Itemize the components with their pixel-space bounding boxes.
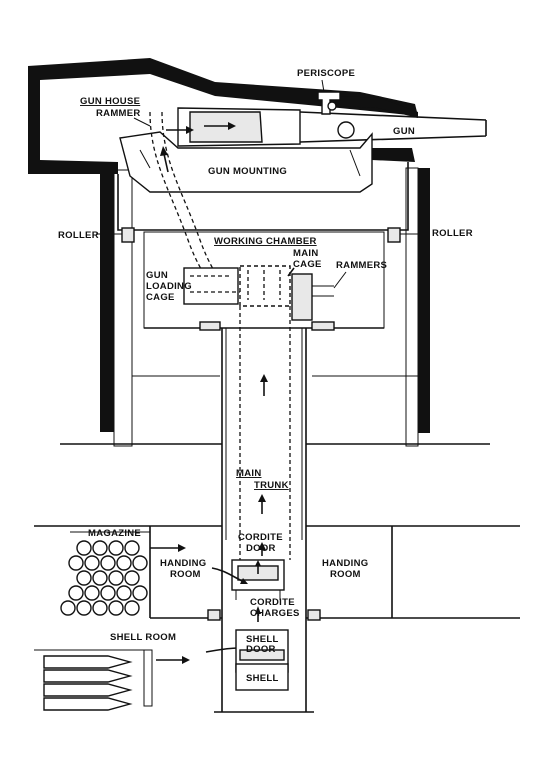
shell-base (235, 663, 289, 691)
gun-house-arrow-up-head (160, 146, 168, 156)
hoist-path-upper-right (161, 111, 219, 279)
cordite-feed-arrow (211, 567, 245, 583)
cordite-cage-base (235, 590, 281, 600)
lower-roller-right (307, 609, 321, 621)
gun-house-roof-front (340, 96, 418, 118)
label-shell-door-2: DOOR (246, 644, 276, 655)
label-shell-room: SHELL ROOM (110, 632, 176, 643)
gun-house-arrow-up (163, 153, 169, 173)
gun-house-armour (28, 58, 418, 174)
label-rammer: RAMMER (96, 108, 141, 119)
barbette-wall-right (418, 168, 430, 433)
label-main-trunk-1: MAIN (236, 468, 261, 479)
cordite-up-arrow-head (255, 560, 261, 566)
main-cage-inner (247, 270, 281, 300)
cordite-feed-arrow-head (240, 578, 248, 584)
periscope-lens (327, 101, 337, 111)
shell-room-arrow-head (182, 656, 190, 664)
label-shell: SHELL (246, 673, 279, 684)
gun-breech-block (189, 111, 263, 143)
roller-right (387, 227, 401, 243)
magazine-charges (60, 540, 148, 616)
gun-trunnion (337, 121, 355, 139)
main-trunk-walls (221, 328, 307, 540)
gun-mounting-detail (139, 149, 361, 177)
trunk-arrow-lower-head (255, 606, 261, 614)
label-cordite-charges-1: CORDITE (250, 597, 295, 608)
label-cordite-charges-2: CHARGES (250, 608, 300, 619)
label-gun-mounting: GUN MOUNTING (208, 166, 287, 177)
label-handing-room-left-1: HANDING (160, 558, 206, 569)
lower-roller-left (207, 609, 221, 621)
gun-house-body (117, 162, 409, 231)
rammers-rods (312, 285, 334, 297)
label-gun-loading-3: CAGE (146, 292, 175, 303)
label-roller-right: ROLLER (432, 228, 473, 239)
label-handing-room-right-1: HANDING (322, 558, 368, 569)
rammers-leader (333, 271, 347, 289)
label-gun-house: GUN HOUSE (80, 96, 140, 107)
hoist-path-upper-left (149, 111, 207, 279)
label-magazine: MAGAZINE (88, 528, 141, 539)
label-handing-room-right-2: ROOM (330, 569, 361, 580)
main-trunk-inner (225, 328, 303, 540)
barbette-inner-right (405, 167, 419, 447)
main-trunk-arrow-3-head (258, 542, 266, 550)
label-gun: GUN (393, 126, 415, 137)
label-cordite-door-1: CORDITE (238, 532, 283, 543)
roller-left (121, 227, 135, 243)
gun-barrel (299, 111, 487, 143)
gun-loading-cage-base (199, 321, 221, 331)
trunk-lower-walls (221, 540, 307, 618)
gun-house-front-plate (372, 148, 415, 162)
handing-room-right-wall (306, 526, 520, 619)
label-periscope: PERISCOPE (297, 68, 355, 79)
shell-stack (43, 655, 133, 711)
label-gun-loading-2: LOADING (146, 281, 192, 292)
gun-mounting (119, 131, 373, 193)
label-main-trunk-2: TRUNK (254, 480, 289, 491)
periscope-leader (321, 79, 325, 93)
label-main-cage-1: MAIN (293, 248, 318, 259)
main-trunk-arrow-1-head (260, 374, 268, 382)
gun-loading-cage (183, 267, 239, 305)
main-trunk-arrow-2-head (258, 494, 266, 502)
arrow-main-cage (287, 267, 295, 277)
barbette-inner-left (113, 169, 133, 447)
shell-room-wall (214, 618, 314, 713)
label-rammers: RAMMERS (336, 260, 387, 271)
label-gun-loading-1: GUN (146, 270, 168, 281)
rammer-leader (133, 117, 151, 127)
gun-house-arrow-rammer-head (186, 126, 194, 134)
label-roller-left: ROLLER (58, 230, 99, 241)
handing-room-arrow-head (178, 544, 186, 552)
barbette-wall-left (100, 170, 114, 432)
rammers-base (311, 321, 335, 331)
rammers-body (291, 273, 313, 321)
label-handing-room-left-2: ROOM (170, 569, 201, 580)
label-cordite-door-2: DOOR (246, 543, 276, 554)
label-shell-door-1: SHELL (246, 634, 279, 645)
gun-house-arrow-right-head (228, 122, 236, 130)
label-working-chamber: WORKING CHAMBER (214, 236, 317, 247)
shell-room-box (143, 649, 153, 707)
label-main-cage-2: CAGE (293, 259, 322, 270)
shell-door (239, 649, 285, 661)
